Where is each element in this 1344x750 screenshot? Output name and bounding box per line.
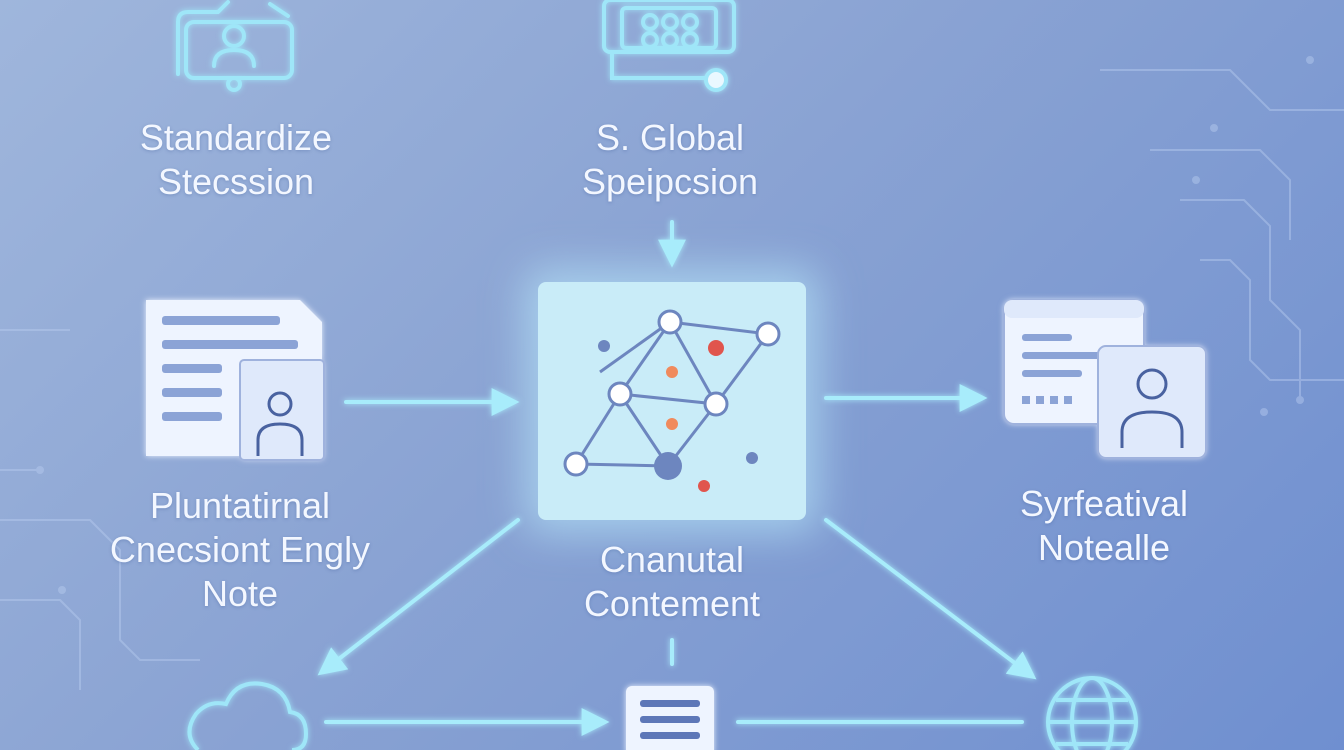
label-line: Stecssion <box>157 161 315 202</box>
node-label-left: Pluntatirnal Cnecsiont Engly Note <box>60 484 420 616</box>
arrow-hub-to-bottom-left <box>317 518 520 676</box>
connectors <box>317 220 1037 736</box>
label-line: Notealle <box>1037 527 1171 568</box>
label-line: Cnecsiont Engly <box>109 529 371 570</box>
list-document-icon <box>626 686 714 750</box>
label-line: Pluntatirnal <box>149 485 331 526</box>
circuit-traces <box>0 56 1344 690</box>
label-line: Contement <box>583 583 761 624</box>
node-label-right: Syrfeatival Notealle <box>966 482 1242 570</box>
globe-icon <box>1046 676 1138 750</box>
label-line: Syrfeatival <box>1019 483 1189 524</box>
node-label-top-center: S. Global Speipcsion <box>530 116 810 204</box>
screen-user-icon <box>1003 299 1207 459</box>
label-line: Cnanutal <box>599 539 745 580</box>
document-user-icon <box>146 300 325 461</box>
node-label-top-left: Standardize Stecssion <box>96 116 376 204</box>
label-line: Speipcsion <box>581 161 759 202</box>
label-line: S. Global <box>595 117 745 158</box>
cloud-icon <box>187 681 309 750</box>
device-grid-icon <box>602 0 736 92</box>
node-label-center: Cnanutal Contement <box>530 538 814 626</box>
profile-folder-icon <box>176 0 294 92</box>
network-graph-icon <box>563 309 781 492</box>
arrow-hub-to-bottom-right <box>824 518 1037 680</box>
label-line: Standardize <box>139 117 333 158</box>
label-line: Note <box>201 573 279 614</box>
